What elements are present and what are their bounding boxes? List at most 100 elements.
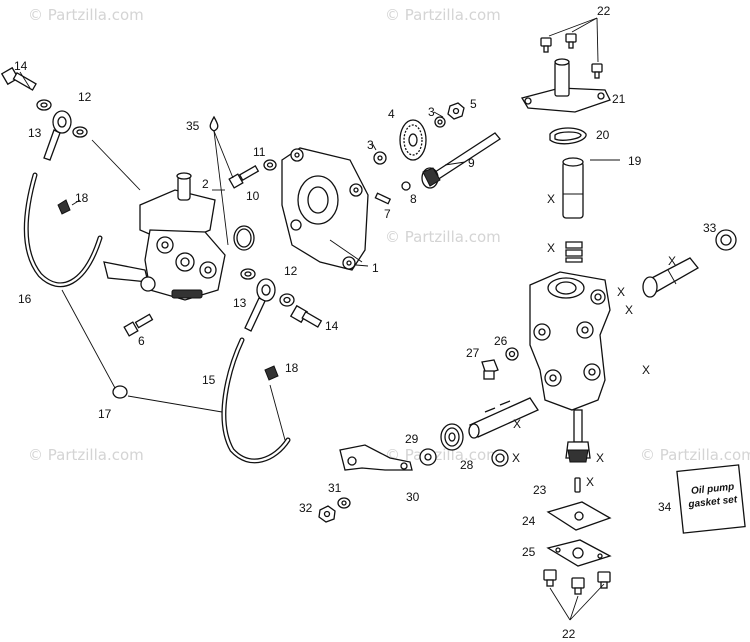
- callout: 28: [460, 458, 474, 472]
- washer-3b: [434, 116, 446, 128]
- watermark: © Partzilla.com: [28, 6, 144, 24]
- pump-cover-1: [281, 147, 369, 271]
- callout: 2: [202, 177, 209, 191]
- watermark: © Partzilla.com: [640, 446, 750, 464]
- callout: 31: [328, 481, 342, 495]
- callout: 12: [78, 90, 92, 104]
- callout: 33: [703, 221, 717, 235]
- gasket-20: [549, 127, 587, 145]
- hose-joint-17: [112, 385, 128, 399]
- washer-8: [401, 181, 411, 191]
- callout: 3: [367, 138, 374, 152]
- watermark: © Partzilla.com: [385, 446, 501, 464]
- callout: 30: [406, 490, 420, 504]
- callout-x: X: [642, 363, 650, 377]
- lever-30: [339, 444, 413, 471]
- bolts-22-top: [540, 17, 603, 79]
- banjo-fitting-13-top: [43, 110, 72, 161]
- cover-plate-21: [520, 58, 611, 113]
- callout-x: X: [596, 451, 604, 465]
- callout: 15: [202, 373, 216, 387]
- callout: 34: [658, 500, 672, 514]
- banjo-bolt-14-top: [0, 66, 37, 91]
- watermarks: © Partzilla.com © Partzilla.com © Partzi…: [28, 6, 750, 464]
- pin-7: [374, 192, 392, 205]
- callout: 16: [18, 292, 32, 306]
- callout: 13: [28, 126, 42, 140]
- hose-15: [221, 337, 291, 464]
- watermark: © Partzilla.com: [385, 6, 501, 24]
- washer-12-lower: [240, 268, 295, 307]
- drive-shaft: [565, 409, 591, 463]
- callout: 4: [388, 107, 395, 121]
- callout: 10: [246, 189, 260, 203]
- spring: [565, 241, 583, 263]
- callout-x: X: [512, 451, 520, 465]
- banjo-fitting-13-lower: [244, 278, 276, 332]
- screw-10: [228, 165, 260, 189]
- callout: 7: [384, 207, 391, 221]
- o-ring: [233, 225, 255, 251]
- callout: 20: [596, 128, 610, 142]
- callout-x: X: [513, 417, 521, 431]
- callout: 25: [522, 545, 536, 559]
- leader-lines-center: [355, 111, 466, 267]
- spring-28: [440, 423, 464, 451]
- bolts-22-bottom: [543, 569, 611, 621]
- oil-pump-body-2: [103, 172, 226, 301]
- relief-valve-plunger: [642, 257, 699, 298]
- gasket-kit-box-34: Oil pump gasket set: [676, 464, 746, 534]
- callout: 18: [285, 361, 299, 375]
- pin-23: [574, 477, 581, 493]
- watermark: © Partzilla.com: [385, 228, 501, 246]
- callout: 3: [428, 105, 435, 119]
- clip-18-lower: [264, 365, 279, 381]
- callout: 18: [75, 191, 89, 205]
- plunger-19: [562, 157, 620, 219]
- plug-27: [481, 359, 499, 380]
- callout: 5: [470, 97, 477, 111]
- gasket-24: [546, 501, 612, 531]
- callout: 9: [468, 156, 475, 170]
- washer-26: [505, 347, 519, 361]
- callout: 14: [325, 319, 339, 333]
- clip-18-top: [57, 199, 71, 215]
- watermark: © Partzilla.com: [28, 446, 144, 464]
- washer-12-top: [36, 99, 88, 138]
- pump-housing: [529, 271, 611, 411]
- drive-gear-4: [399, 119, 427, 161]
- banjo-bolt-14-lower: [289, 304, 323, 328]
- hose-16: [23, 172, 103, 288]
- callout: 27: [466, 346, 480, 360]
- callout: 23: [533, 483, 547, 497]
- washer-29: [419, 448, 437, 466]
- callout: 32: [299, 501, 313, 515]
- cover-plate-25: [546, 539, 612, 567]
- washer-11: [263, 159, 277, 171]
- callout-x: X: [547, 192, 555, 206]
- kit-label-line1: Oil pump: [691, 482, 735, 497]
- sealant-drop-35: [209, 115, 219, 132]
- callout: 14: [14, 59, 28, 73]
- callout: 24: [522, 514, 536, 528]
- callout: 19: [628, 154, 642, 168]
- nut-32: [318, 505, 336, 523]
- kit-label-line2: gasket set: [687, 494, 738, 510]
- callout-x: X: [625, 303, 633, 317]
- callout: 8: [410, 192, 417, 206]
- washer-3a: [373, 151, 387, 165]
- callout-labels: 1 2 3 3 4 5 6 7 8 9 10 11 12 12 13 13 14…: [14, 4, 717, 641]
- callout: 12: [284, 264, 298, 278]
- oil-seal-33: [715, 229, 737, 251]
- callout: 11: [253, 145, 266, 159]
- oil-seal: [491, 449, 509, 467]
- callout-x: X: [586, 475, 594, 489]
- callout-x: X: [547, 241, 555, 255]
- callout: 13: [233, 296, 247, 310]
- nut-5: [447, 102, 465, 120]
- callout: 6: [138, 334, 145, 348]
- callout: 1: [372, 261, 379, 275]
- callout: 17: [98, 407, 112, 421]
